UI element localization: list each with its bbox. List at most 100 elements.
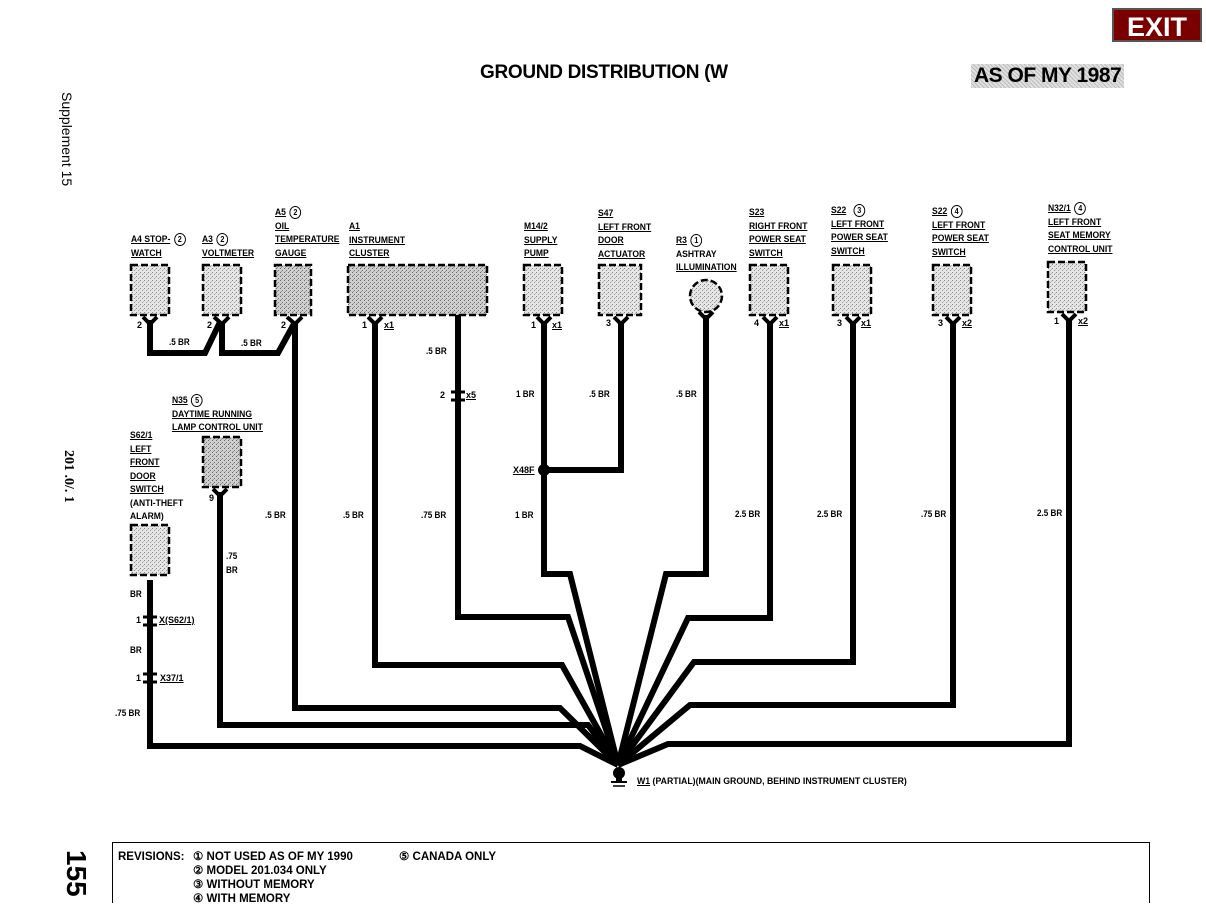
pin-fork <box>697 310 715 322</box>
wire-a1-pin1-ground <box>372 322 621 767</box>
s62-door-switch-box <box>129 523 171 577</box>
wire-s22-nomem-ground <box>615 322 856 767</box>
label-a1-instrument-cluster: A1 INSTRUMENT CLUSTER <box>349 221 406 259</box>
pin-fork <box>612 315 630 327</box>
pin-s22-mem: 3 <box>938 318 944 328</box>
wire-label-a1-main: .5 BR <box>343 510 364 520</box>
wire-label-a1-x5-upper: .5 BR <box>426 346 447 356</box>
model-year-badge: AS OF MY 1987 <box>971 64 1125 88</box>
wire-label-m14-upper: 1 BR <box>516 389 535 399</box>
wire-label-s62-3: .75 BR <box>115 708 141 718</box>
pin-fork <box>211 487 229 499</box>
wire-label-a4-a3: .5 BR <box>169 337 190 347</box>
connector-x5-symbol <box>451 390 465 402</box>
pin-fork <box>366 315 384 327</box>
pin-m14: 1 <box>531 320 537 330</box>
conn-m14: x1 <box>552 320 563 330</box>
wire-label-s23: 2.5 BR <box>735 509 761 519</box>
pin-n35: 9 <box>209 493 215 503</box>
ground-w1-label: W1 (PARTIAL)(MAIN GROUND, BEHIND INSTRUM… <box>637 776 907 787</box>
wire-label-a1-x5-lower: .75 BR <box>421 510 447 520</box>
wire-s23-ground <box>615 322 773 767</box>
x37-label: X37/1 <box>160 673 184 683</box>
pin-s23: 4 <box>754 318 760 328</box>
wire-label-s62-2: BR <box>130 645 142 655</box>
pin-fork <box>141 315 159 327</box>
revision-item: ② MODEL 201.034 ONLY <box>193 865 327 877</box>
wire-label-s22-nomem: 2.5 BR <box>817 509 843 519</box>
a5-oil-temp-box <box>273 263 313 317</box>
pin-n32: 1 <box>1054 316 1060 326</box>
revision-item: ④ WITH MEMORY <box>193 893 291 905</box>
xs62-label: X(S62/1) <box>159 615 195 625</box>
wire-label-n35-a: .75 <box>226 551 238 561</box>
wire-label-n32: 2.5 BR <box>1037 508 1063 518</box>
wire-label-s22-mem: .75 BR <box>921 509 947 519</box>
x5-pin: 2 <box>440 390 446 400</box>
ground-symbol-icon <box>611 767 627 787</box>
label-m14-supply-pump: M14/2 SUPPLY PUMP <box>524 221 558 259</box>
n32-memory-unit-box <box>1046 260 1088 314</box>
x5-label: x5 <box>466 390 477 400</box>
label-s62-door-switch: S62/1 LEFT FRONT DOOR SWITCH (ANTI-THEFT… <box>130 430 184 522</box>
s22-switch-mem-box <box>931 263 973 317</box>
wire-a5-ground <box>292 322 621 768</box>
revisions-label: REVISIONS: <box>118 851 185 863</box>
pin-fork <box>1060 312 1078 324</box>
pin-fork <box>212 315 231 327</box>
conn-n32: x2 <box>1078 316 1089 326</box>
pin-fork <box>535 315 553 327</box>
a1-instrument-cluster-box <box>346 263 489 317</box>
wire-label-a3-a5: .5 BR <box>241 338 262 348</box>
revision-item: ① NOT USED AS OF MY 1990 <box>193 851 353 863</box>
wire-label-a5-main: .5 BR <box>265 510 286 520</box>
wire-m14-ground <box>541 322 621 766</box>
revision-item: ⑤ CANADA ONLY <box>399 851 497 863</box>
exit-button[interactable]: EXIT <box>1112 8 1202 42</box>
wire-s22-mem-ground <box>616 322 956 768</box>
wire-label-r3: .5 BR <box>676 389 697 399</box>
connector-x37-symbol <box>143 672 157 684</box>
s23-switch-box <box>748 263 790 317</box>
wire-label-n35-b: BR <box>226 565 238 575</box>
wire-s47-x48f <box>546 322 624 473</box>
xs62-pin: 1 <box>136 615 142 625</box>
wire-n32-ground <box>616 320 1072 768</box>
conn-a1: x1 <box>384 320 395 330</box>
label-s23-right-seat-switch: S23 RIGHT FRONT POWER SEAT SWITCH <box>749 207 808 259</box>
pin-fork <box>844 315 862 327</box>
page-title: GROUND DISTRIBUTION (W <box>480 62 728 83</box>
label-a4-stopwatch: A4 STOP-2 WATCH <box>131 233 186 260</box>
wire-a1-x5-ground <box>455 315 621 766</box>
label-s47-door-actuator: S47 LEFT FRONT DOOR ACTUATOR <box>598 208 652 260</box>
s47-actuator-box <box>597 263 643 317</box>
pin-fork <box>285 315 304 327</box>
wire-a4-a3 <box>147 320 223 356</box>
pin-s22-nomem: 3 <box>837 318 843 328</box>
revision-item: ③ WITHOUT MEMORY <box>193 879 315 891</box>
pin-fork <box>944 315 962 327</box>
pin-s47: 3 <box>606 318 612 328</box>
r3-ashtray-lamp <box>688 278 724 314</box>
n35-drl-unit-box <box>201 435 243 489</box>
wire-r3-ground <box>615 315 709 766</box>
conn-s22-mem: x2 <box>962 318 973 328</box>
x48f-splice-dot <box>538 464 550 476</box>
s22-switch-nomem-box <box>831 263 873 317</box>
wire-label-s47: .5 BR <box>589 389 610 399</box>
wire-s62-ground <box>147 580 620 768</box>
revisions-box <box>112 842 1150 903</box>
pin-a1: 1 <box>362 320 368 330</box>
pin-fork <box>761 315 779 327</box>
a4-stopwatch-box <box>129 263 171 317</box>
x48f-label: X48F <box>513 465 535 475</box>
pin-a3: 2 <box>207 320 213 330</box>
a3-voltmeter-box <box>201 263 243 317</box>
